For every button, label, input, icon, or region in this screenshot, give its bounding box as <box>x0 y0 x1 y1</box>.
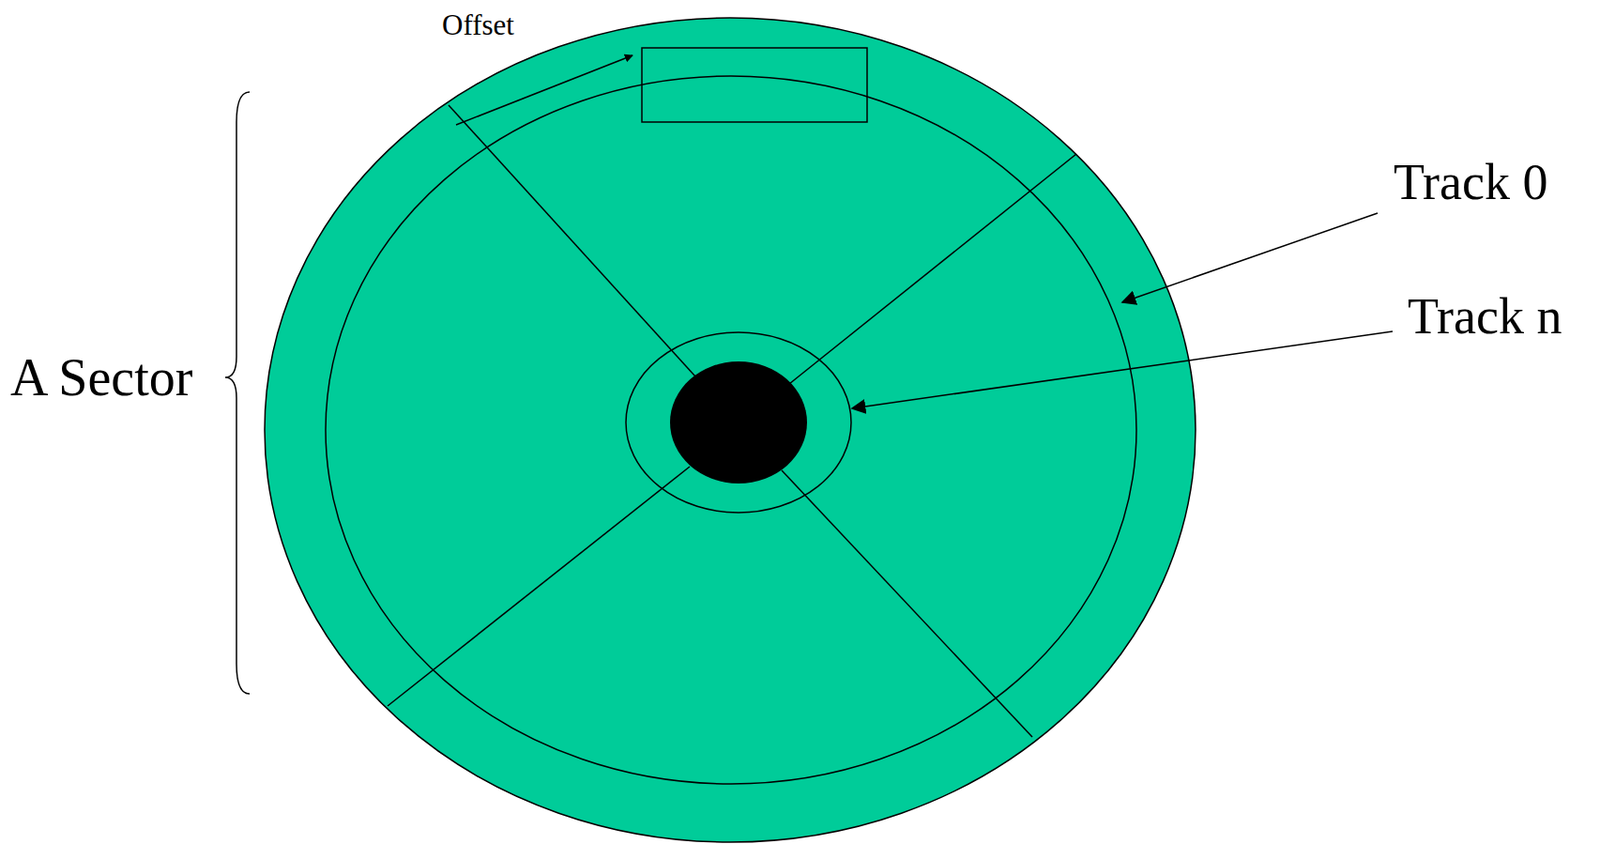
sector-label: A Sector <box>10 350 193 404</box>
sector-brace <box>225 91 250 694</box>
offset-arrow <box>456 55 633 125</box>
track-boundary <box>325 76 1137 784</box>
leader-arrow <box>1122 213 1378 303</box>
inner-track <box>625 332 852 513</box>
offset-block <box>641 47 868 122</box>
offset-label: Offset <box>441 10 515 40</box>
disk-platter <box>264 17 1196 842</box>
spindle-hub <box>670 361 808 484</box>
track-label: Track 0 <box>1393 156 1549 208</box>
track-label: Track n <box>1407 290 1563 342</box>
sector-lines <box>387 105 1077 737</box>
leader-arrow <box>852 331 1393 409</box>
